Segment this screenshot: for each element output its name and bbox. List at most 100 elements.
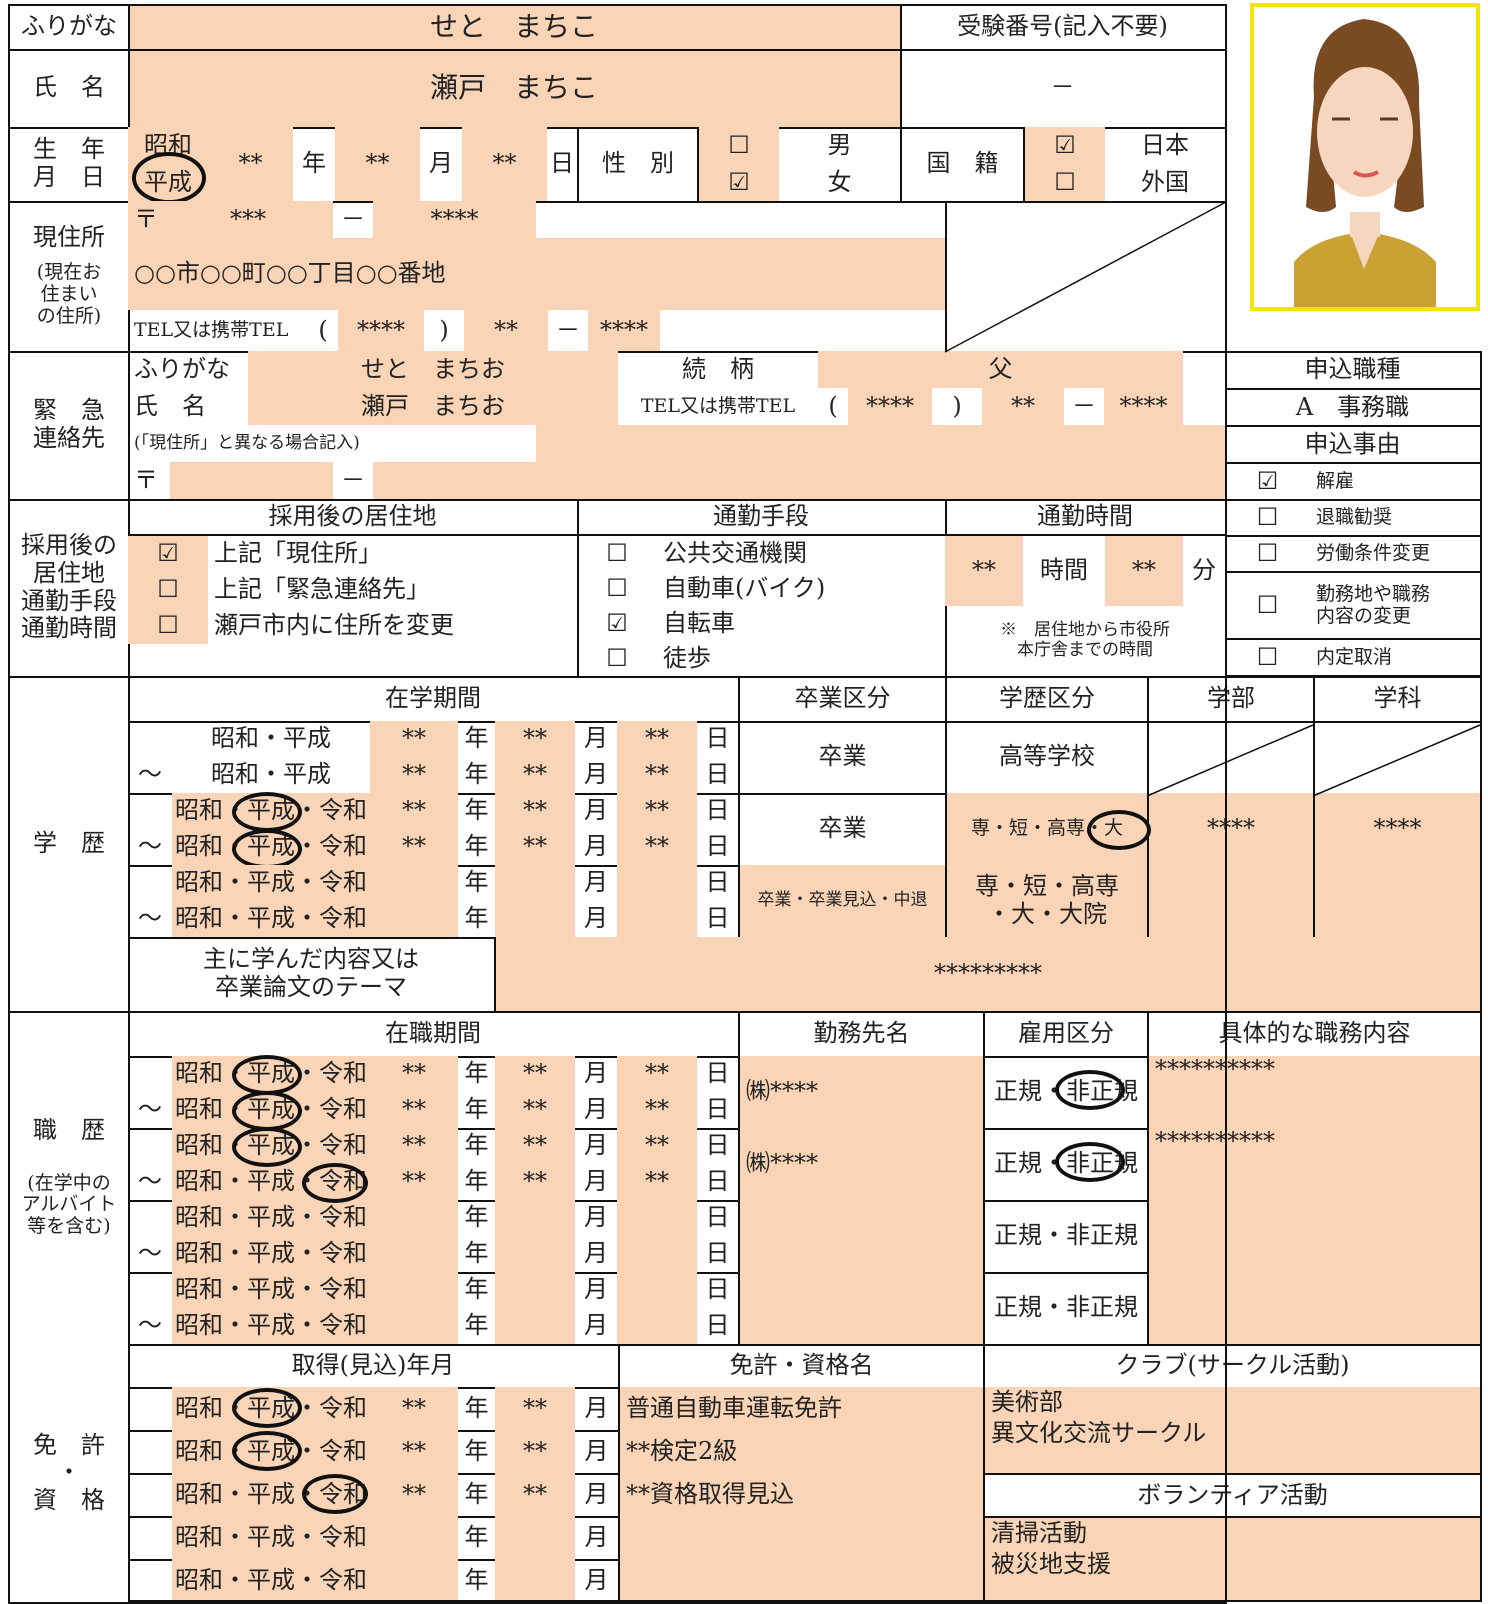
emergency-name-value[interactable]: 瀬戸 まちお xyxy=(248,388,618,425)
employer-name-0[interactable]: ㈱**** xyxy=(738,1056,983,1128)
birth-month[interactable]: ** xyxy=(335,127,420,201)
duty-detail-0[interactable]: ********** xyxy=(1147,1055,1480,1128)
hs-start-day[interactable]: ** xyxy=(617,721,697,757)
relation-value[interactable]: 父 xyxy=(818,351,1183,388)
edu-dept-blank[interactable] xyxy=(1313,865,1480,937)
day-value-c0b[interactable]: ** xyxy=(617,1092,697,1128)
license-month-3[interactable] xyxy=(495,1516,575,1559)
day-value-c2b[interactable] xyxy=(617,1236,697,1272)
day-value-u2[interactable]: ** xyxy=(617,829,697,865)
year-value-c0b[interactable]: ** xyxy=(370,1092,458,1128)
license-name-3[interactable] xyxy=(618,1516,983,1559)
license-month-4[interactable] xyxy=(495,1559,575,1602)
month-value-c1a[interactable]: ** xyxy=(495,1128,575,1164)
commute-hours[interactable]: ** xyxy=(945,536,1023,606)
reason-checkbox-0[interactable]: ☑ xyxy=(1225,462,1310,499)
emergency-address-line-2[interactable] xyxy=(373,462,1225,499)
commute-checkbox-1[interactable]: ☐ xyxy=(606,573,628,602)
license-year-0[interactable]: ** xyxy=(370,1387,458,1430)
year-value-u1[interactable]: ** xyxy=(370,793,458,829)
nationality-foreign-checkbox[interactable]: ☐ xyxy=(1023,164,1105,201)
month-value-c2a[interactable] xyxy=(495,1200,575,1236)
hs-start-month[interactable]: ** xyxy=(495,721,575,757)
year-value-c2a[interactable] xyxy=(370,1200,458,1236)
tel-part-2[interactable]: ** xyxy=(464,310,548,351)
commute-checkbox-0[interactable]: ☐ xyxy=(606,538,628,567)
uni-dept[interactable]: **** xyxy=(1313,793,1480,865)
day-value-e2[interactable] xyxy=(617,901,697,937)
license-name-0[interactable]: 普通自動車運転免許 xyxy=(618,1387,983,1430)
employer-name-2[interactable] xyxy=(738,1200,983,1272)
furigana-value[interactable]: せと まちこ xyxy=(128,5,900,49)
day-value-c1a[interactable]: ** xyxy=(617,1128,697,1164)
year-value-c1b[interactable]: ** xyxy=(370,1164,458,1200)
postal-code-1[interactable]: *** xyxy=(163,201,333,238)
emergency-tel-2[interactable]: ** xyxy=(982,388,1064,425)
month-value-e2[interactable] xyxy=(495,901,575,937)
emergency-address-line-1[interactable] xyxy=(536,425,1225,462)
emergency-tel-3[interactable]: **** xyxy=(1104,388,1183,425)
year-value-u2[interactable]: ** xyxy=(370,829,458,865)
sex-female-checkbox[interactable]: ☑ xyxy=(697,164,779,201)
day-value-u1[interactable]: ** xyxy=(617,793,697,829)
uni-faculty[interactable]: **** xyxy=(1147,793,1313,865)
nationality-japan-checkbox[interactable]: ☑ xyxy=(1023,127,1105,164)
day-value-c0a[interactable]: ** xyxy=(617,1056,697,1092)
month-value-u1[interactable]: ** xyxy=(495,793,575,829)
tel-part-1[interactable]: **** xyxy=(338,310,424,351)
license-month-2[interactable]: ** xyxy=(495,1473,575,1516)
commute-checkbox-2[interactable]: ☑ xyxy=(606,608,628,637)
license-year-4[interactable] xyxy=(370,1559,458,1602)
residence-checkbox-0[interactable]: ☑ xyxy=(128,536,208,572)
license-year-1[interactable]: ** xyxy=(370,1430,458,1473)
reason-checkbox-3[interactable]: ☐ xyxy=(1225,571,1310,638)
year-value-c0a[interactable]: ** xyxy=(370,1056,458,1092)
year-value-e2[interactable] xyxy=(370,901,458,937)
residence-checkbox-2[interactable]: ☐ xyxy=(128,608,208,644)
name-value[interactable]: 瀬戸 まちこ xyxy=(128,49,900,127)
hs-start-year[interactable]: ** xyxy=(370,721,458,757)
club-value[interactable]: 美術部 異文化交流サークル xyxy=(983,1387,1480,1473)
day-value-c2a[interactable] xyxy=(617,1200,697,1236)
license-year-2[interactable]: ** xyxy=(370,1473,458,1516)
year-value-c1a[interactable]: ** xyxy=(370,1128,458,1164)
commute-minutes[interactable]: ** xyxy=(1105,536,1183,606)
license-name-1[interactable]: **検定2級 xyxy=(618,1430,983,1473)
emergency-furigana-value[interactable]: せと まちお xyxy=(248,351,618,388)
reason-checkbox-4[interactable]: ☐ xyxy=(1225,638,1310,676)
day-value-c3b[interactable] xyxy=(617,1308,697,1344)
day-value-c1b[interactable]: ** xyxy=(617,1164,697,1200)
reason-checkbox-2[interactable]: ☐ xyxy=(1225,535,1310,571)
license-name-4[interactable] xyxy=(618,1559,983,1602)
hs-end-day[interactable]: ** xyxy=(617,757,697,793)
year-value-c3b[interactable] xyxy=(370,1308,458,1344)
address-line[interactable]: ○○市○○町○○丁目○○番地 xyxy=(128,238,945,310)
birth-year[interactable]: ** xyxy=(208,127,293,201)
sex-male-checkbox[interactable]: ☐ xyxy=(697,127,779,164)
duty-detail-2[interactable] xyxy=(1147,1200,1480,1272)
year-value-e1[interactable] xyxy=(370,865,458,901)
birth-day[interactable]: ** xyxy=(462,127,547,201)
month-value-e1[interactable] xyxy=(495,865,575,901)
reason-checkbox-1[interactable]: ☐ xyxy=(1225,499,1310,535)
license-month-1[interactable]: ** xyxy=(495,1430,575,1473)
day-value-e1[interactable] xyxy=(617,865,697,901)
residence-checkbox-1[interactable]: ☐ xyxy=(128,572,208,608)
edu-faculty-blank[interactable] xyxy=(1147,865,1313,937)
license-name-2[interactable]: **資格取得見込 xyxy=(618,1473,983,1516)
year-value-c3a[interactable] xyxy=(370,1272,458,1308)
commute-checkbox-3[interactable]: ☐ xyxy=(606,643,628,672)
volunteer-value[interactable]: 清掃活動 被災地支援 xyxy=(983,1516,1480,1602)
tel-part-3[interactable]: **** xyxy=(588,310,660,351)
emergency-postal-1[interactable] xyxy=(170,462,333,499)
employer-name-3[interactable] xyxy=(738,1272,983,1344)
day-value-c3a[interactable] xyxy=(617,1272,697,1308)
month-value-u2[interactable]: ** xyxy=(495,829,575,865)
license-year-3[interactable] xyxy=(370,1516,458,1559)
month-value-c3b[interactable] xyxy=(495,1308,575,1344)
study-theme-value[interactable]: ********* xyxy=(494,937,1480,1011)
hs-end-month[interactable]: ** xyxy=(495,757,575,793)
postal-code-2[interactable]: **** xyxy=(373,201,536,238)
duty-detail-3[interactable] xyxy=(1147,1272,1480,1344)
employer-name-1[interactable]: ㈱**** xyxy=(738,1128,983,1200)
